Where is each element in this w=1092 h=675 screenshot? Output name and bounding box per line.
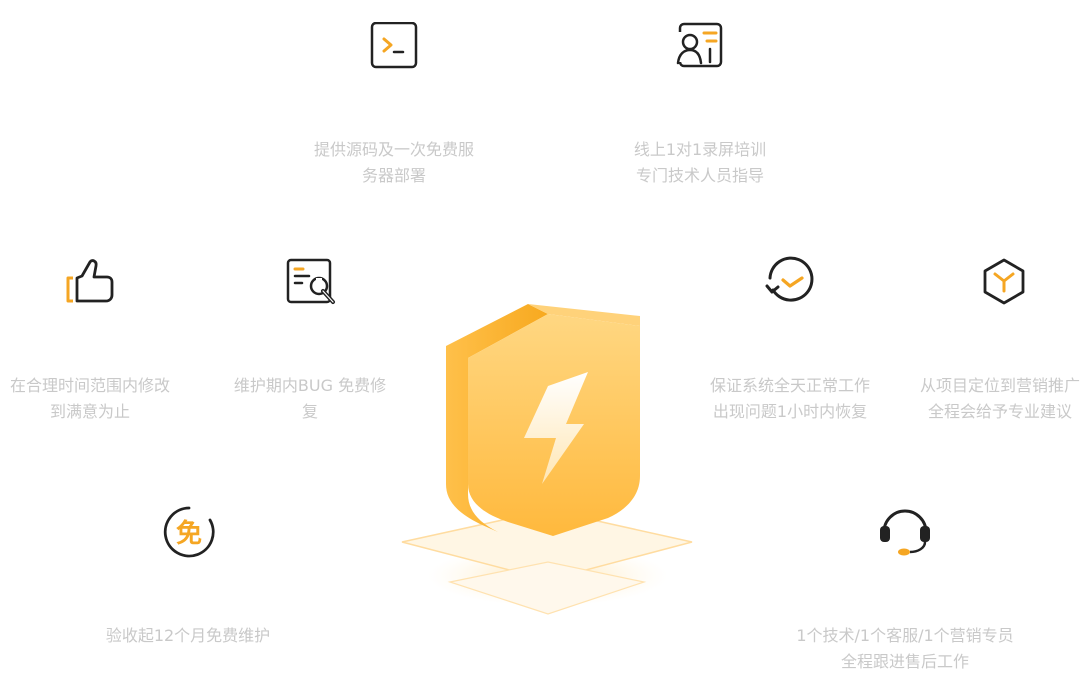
feature-support-team-text: 1个技术/1个客服/1个营销专员 全程跟进售后工作 (796, 626, 1014, 671)
trainer-icon (676, 22, 724, 70)
feature-bug-fix-text: 维护期内BUG 免费修 复 (233, 376, 387, 421)
clock-refresh-icon (764, 256, 816, 308)
terminal-icon (370, 22, 418, 70)
headset-icon (878, 504, 932, 560)
feature-marketing-text: 从项目定位到营销推广 全程会给予专业建议 (919, 376, 1080, 421)
hexagon-y-icon (980, 257, 1028, 305)
thumbs-up-icon (64, 258, 116, 306)
feature-satisfaction-text: 在合理时间范围内修改 到满意为止 (9, 376, 170, 421)
wrench-window-icon (286, 258, 338, 308)
feature-source-code-text: 提供源码及一次免费服 务器部署 (313, 140, 474, 185)
shield-illustration (398, 296, 698, 626)
feature-training-text: 线上1对1录屏培训 专门技术人员指导 (633, 140, 767, 185)
feature-uptime-text: 保证系统全天正常工作 出现问题1小时内恢复 (709, 376, 870, 421)
svg-text:免: 免 (176, 518, 202, 549)
free-badge-icon: 免 (162, 505, 216, 559)
feature-free-maintenance-text: 验收起12个月免费维护 (105, 626, 271, 645)
